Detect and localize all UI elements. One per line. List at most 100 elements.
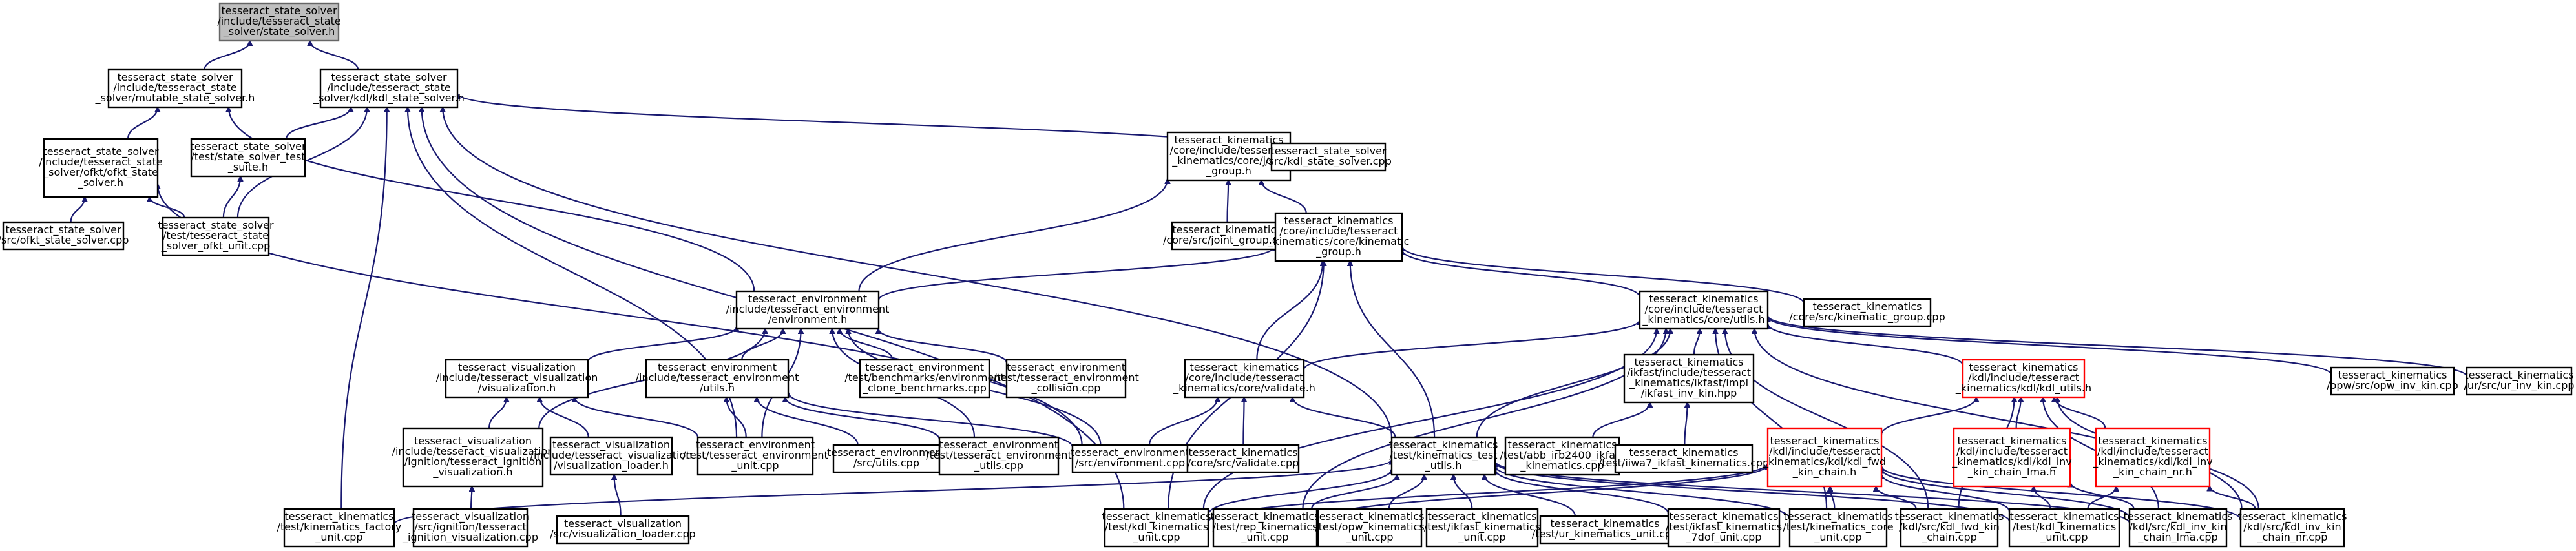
node-n35[interactable]: tesseract_kinematics/kdl/include/tessera…: [2092, 427, 2213, 488]
node-label-line: tesseract_kinematics: [1550, 517, 1659, 530]
node-n43[interactable]: tesseract_kinematics/test/ur_kinematics_…: [1532, 515, 1678, 545]
node-label-line: _unit.cpp: [315, 531, 362, 544]
node-box: [218, 2, 340, 42]
node-box: [549, 436, 673, 476]
node-label-line: _kinematics/ikfast/impl: [1629, 377, 1748, 390]
node-n7[interactable]: tesseract_kinematics/core/include/tesser…: [1166, 131, 1292, 182]
node-n20[interactable]: tesseract_kinematics/kdl/include/tessera…: [1955, 359, 2091, 399]
node-n37[interactable]: tesseract_visualization/src/ignition/tes…: [402, 508, 538, 548]
node-n39[interactable]: tesseract_kinematics/test/kdl_kinematics…: [1102, 508, 1211, 548]
node-label-line: /test/kdl_kinematics: [1105, 521, 1208, 534]
node-n27[interactable]: tesseract_environment/test/tesseract_env…: [926, 436, 1072, 476]
node-n44[interactable]: tesseract_kinematics/test/ikfast_kinemat…: [1666, 508, 1782, 548]
node-label-line: _solver/kdl/kdl_state_solver.h: [313, 92, 465, 105]
edge-n3-to-n1: [127, 107, 158, 140]
node-label-line: /core/include/tesseract: [1170, 144, 1288, 156]
node-label-line: /include/tesseract_visualization: [530, 449, 693, 462]
node-n16[interactable]: tesseract_environment/test/benchmarks/en…: [844, 359, 1005, 399]
node-n8[interactable]: tesseract_state_solver/src/kdl_state_sol…: [1265, 142, 1392, 172]
node-n13[interactable]: tesseract_kinematics/core/src/kinematic_…: [1789, 298, 1945, 327]
edge-n20-to-n12: [1768, 324, 1964, 366]
node-n34[interactable]: tesseract_kinematics/kdl/include/tessera…: [1951, 427, 2072, 488]
edge-n33-to-n20: [1880, 397, 1976, 435]
node-n33[interactable]: tesseract_kinematics/kdl/include/tessera…: [1763, 427, 1886, 488]
node-label-line: /ikfast/include/tesseract: [1627, 366, 1751, 379]
node-label-line: tesseract_kinematics: [1427, 510, 1536, 523]
node-n14[interactable]: tesseract_visualization/include/tesserac…: [436, 359, 598, 399]
node-n0[interactable]: tesseract_state_solver/include/tesseract…: [217, 2, 341, 42]
node-label-line: /src/ofkt_state_solver.cpp: [0, 234, 129, 247]
node-n42[interactable]: tesseract_kinematics/test/ikfast_kinemat…: [1424, 508, 1540, 548]
node-n40[interactable]: tesseract_kinematics/test/rep_kinematics…: [1210, 508, 1320, 548]
node-n28[interactable]: tesseract_environment/src/environment.cp…: [1071, 444, 1189, 473]
node-box: [445, 359, 589, 399]
node-n48[interactable]: tesseract_kinematics/kdl/src/kdl_inv_kin…: [2123, 508, 2233, 548]
node-n2[interactable]: tesseract_state_solver/include/tesseract…: [313, 68, 465, 109]
node-n30[interactable]: tesseract_kinematics/test/kinematics_tes…: [1388, 436, 1498, 476]
node-label-line: /test/benchmarks/environment: [844, 371, 1004, 384]
node-n36[interactable]: tesseract_kinematics/test/kinematics_fac…: [277, 508, 402, 548]
node-n1[interactable]: tesseract_state_solver/include/tesseract…: [95, 68, 255, 109]
node-n41[interactable]: tesseract_kinematics/test/opw_kinematics…: [1315, 508, 1425, 548]
node-label-line: _kinematics/core/joint: [1171, 154, 1285, 167]
edge-n12-to-n10: [1402, 250, 1641, 298]
node-n3[interactable]: tesseract_state_solver/include/tesseract…: [39, 138, 163, 198]
node-label-line: tesseract_kinematics: [1629, 446, 1738, 459]
node-label-line: /include/tesseract_state: [39, 156, 162, 169]
node-n24[interactable]: tesseract_visualization/include/tesserac…: [530, 436, 693, 476]
node-box: [43, 138, 159, 198]
node-label-line: tesseract_environment: [865, 361, 984, 374]
node-n17[interactable]: tesseract_environment/test/tesseract_env…: [993, 359, 1139, 399]
node-label-line: _ignition_visualization.cpp: [402, 531, 538, 544]
node-box: [1212, 508, 1318, 548]
node-label-line: _solver.h: [78, 176, 123, 189]
node-label-line: /core/include/tesseract: [1186, 371, 1304, 384]
node-n25[interactable]: tesseract_environment/test/tesseract_env…: [682, 436, 828, 476]
node-n49[interactable]: tesseract_kinematics/kdl/src/kdl_inv_kin…: [2237, 508, 2347, 548]
node-n45[interactable]: tesseract_kinematics/test/kinematics_cor…: [1783, 508, 1894, 548]
node-n23[interactable]: tesseract_visualization/include/tesserac…: [392, 427, 554, 488]
node-label-line: tesseract_kinematics: [1189, 361, 1299, 374]
node-n32[interactable]: tesseract_kinematics/test/iiwa7_ikfast_k…: [1598, 444, 1769, 473]
node-label-line: tesseract_kinematics: [1783, 510, 1892, 523]
node-label-line: tesseract_environment: [696, 439, 815, 452]
node-n6[interactable]: tesseract_state_solver/test/state_solver…: [190, 138, 306, 178]
edge-n18-to-n12: [1303, 320, 1640, 370]
node-label-line: /test/state_solver_test: [191, 151, 305, 163]
node-label-line: /test/tesseract_environment: [993, 371, 1139, 384]
edge-n48-to-n34: [2070, 482, 2135, 510]
node-n4[interactable]: tesseract_state_solver/src/ofkt_state_so…: [0, 221, 129, 251]
node-n26[interactable]: tesseract_environment/src/utils.cpp: [827, 444, 946, 473]
node-n38[interactable]: tesseract_visualization/src/visualizatio…: [550, 515, 696, 545]
node-n31[interactable]: tesseract_kinematics/test/abb_irb2400_ik…: [1500, 436, 1625, 476]
node-n10[interactable]: tesseract_kinematics/core/include/tesser…: [1268, 212, 1410, 262]
node-label-line: /opw/src/opw_inv_kin.cpp: [2327, 379, 2458, 392]
node-label-line: _group.h: [1315, 245, 1361, 258]
node-label-line: /ikfast_inv_kin.hpp: [1641, 387, 1737, 400]
node-n18[interactable]: tesseract_kinematics/core/include/tesser…: [1173, 359, 1315, 399]
node-n15[interactable]: tesseract_environment/include/tesseract_…: [636, 359, 799, 399]
node-n46[interactable]: tesseract_kinematics/kdl/src/kdl_fwd_kin…: [1894, 508, 2004, 548]
edge-n23-to-n14: [488, 397, 507, 429]
node-n12[interactable]: tesseract_kinematics/core/include/tesser…: [1639, 290, 1769, 330]
node-label-line: _kinematics/kdl/kdl_utils.h: [1955, 382, 2091, 395]
node-n29[interactable]: tesseract_kinematics/core/src/validate.c…: [1186, 444, 1300, 473]
node-label-line: _solver/state_solver.h: [223, 25, 335, 38]
node-n47[interactable]: tesseract_kinematics/test/kdl_kinematics…: [2008, 508, 2120, 548]
node-n19[interactable]: tesseract_kinematics/ikfast/include/tess…: [1623, 353, 1755, 404]
node-label-line: _group.h: [1206, 165, 1251, 178]
node-n5[interactable]: tesseract_state_solver/test/tesseract_st…: [158, 216, 274, 256]
node-label-line: _unit.cpp: [1814, 531, 1861, 544]
edge-n15-to-n11: [741, 329, 782, 360]
edge-n14-to-n11: [587, 327, 737, 362]
node-n22[interactable]: tesseract_kinematics/ur/src/ur_inv_kin.c…: [2464, 366, 2575, 396]
node-n11[interactable]: tesseract_environment/include/tesseract_…: [726, 290, 890, 330]
node-label-line: /include/tesseract_visualization: [436, 371, 598, 384]
node-n21[interactable]: tesseract_kinematics/opw/src/opw_inv_kin…: [2327, 366, 2458, 396]
node-box: [735, 290, 880, 330]
node-box: [1953, 427, 2071, 488]
node-n9[interactable]: tesseract_kinematics/core/src/joint_grou…: [1163, 221, 1291, 251]
node-label-line: tesseract_environment: [827, 446, 946, 459]
node-label-line: tesseract_state_solver: [158, 219, 274, 232]
node-box: [319, 68, 459, 109]
